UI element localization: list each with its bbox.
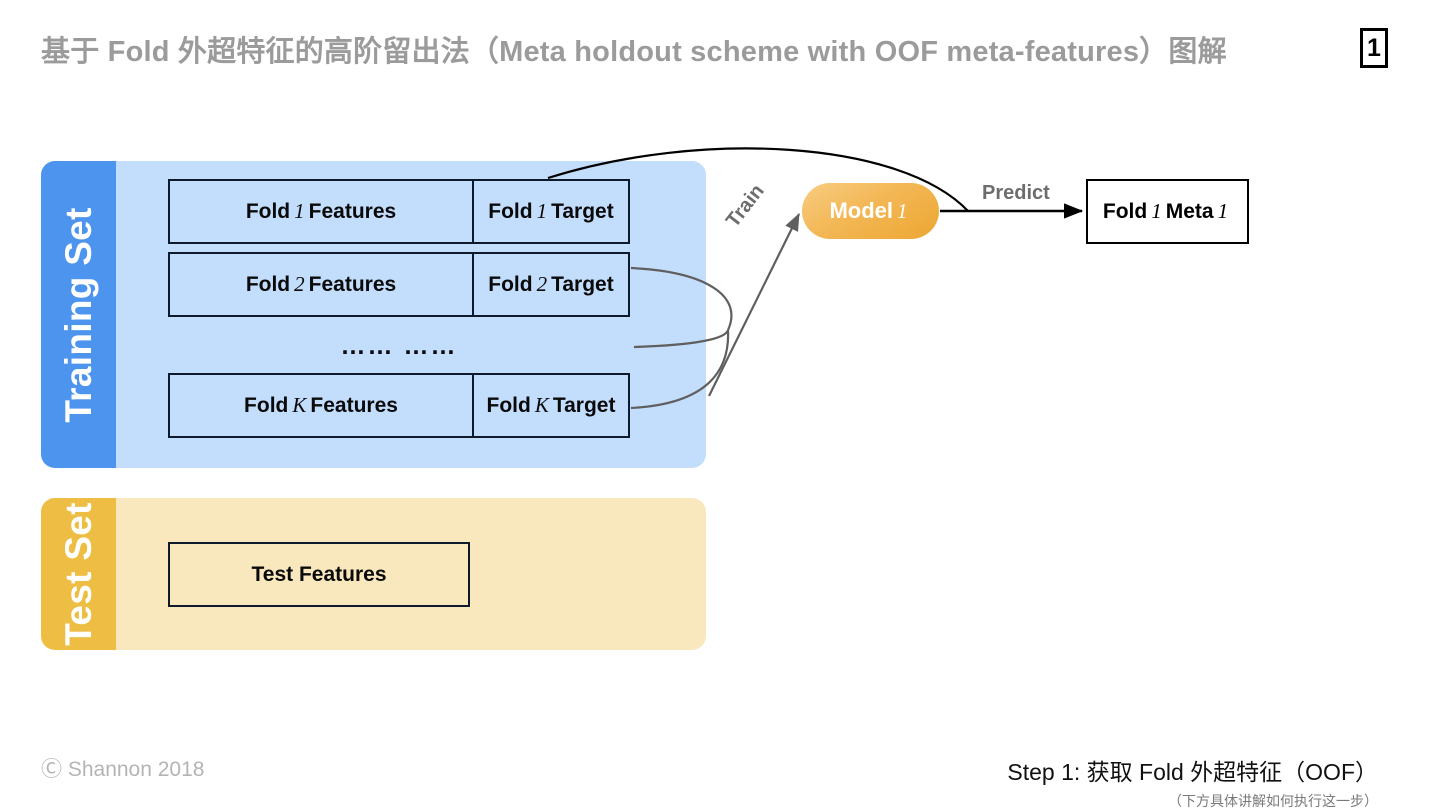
model-node[interactable]: Model 1 — [802, 183, 939, 239]
fold-target-suffix: Target — [551, 199, 614, 223]
fold-features-prefix: Fold — [244, 393, 289, 417]
fold-target-index: 1 — [536, 199, 548, 223]
fold-features-index: 2 — [294, 272, 305, 296]
fold-row: Fold 1 Features Fold 1 Target — [168, 179, 630, 244]
step-caption-main: Step 1: 获取 Fold 外超特征（OOF） — [1007, 759, 1378, 785]
step-caption-sub: （下方具体讲解如何执行这一步） — [1168, 793, 1378, 809]
fold-features-index: K — [292, 393, 307, 417]
fold-target-prefix: Fold — [486, 393, 531, 417]
fold-ellipsis: …… …… — [340, 332, 458, 360]
model-label-index: 1 — [897, 198, 908, 223]
fold-features-cell: Fold 1 Features — [170, 181, 472, 242]
train-edge-label: Train — [722, 180, 769, 232]
fold-target-suffix: Target — [552, 393, 616, 417]
meta-meta-index: 1 — [1217, 199, 1229, 223]
meta-middle: Meta — [1165, 199, 1214, 223]
test-features-box: Test Features — [168, 542, 470, 607]
fold-target-index: 2 — [536, 272, 548, 296]
fold-features-prefix: Fold — [245, 199, 291, 223]
page-number-badge: 1 — [1360, 28, 1388, 68]
training-set-rail: Training Set — [41, 161, 116, 468]
page-title: 基于 Fold 外超特征的高阶留出法（Meta holdout scheme w… — [41, 36, 1227, 68]
training-set-panel: Training Set — [41, 161, 706, 468]
fold-features-index: 1 — [294, 199, 305, 223]
train-arrow — [708, 213, 800, 397]
fold-features-cell: Fold K Features — [170, 375, 472, 436]
fold-features-prefix: Fold — [245, 272, 291, 296]
predict-edge-label: Predict — [982, 182, 1050, 204]
fold-row: Fold 2 Features Fold 2 Target — [168, 252, 630, 317]
fold-features-suffix: Features — [310, 393, 398, 417]
fold-row: Fold K Features Fold K Target — [168, 373, 630, 438]
fold-target-cell: Fold 1 Target — [472, 181, 628, 242]
fold-features-suffix: Features — [308, 199, 397, 223]
page-number-value: 1 — [1367, 33, 1381, 62]
fold-target-prefix: Fold — [488, 272, 533, 296]
test-set-label: Test Set — [57, 502, 99, 646]
test-set-rail: Test Set — [41, 498, 116, 650]
fold-target-cell: Fold K Target — [472, 375, 628, 436]
fold-target-cell: Fold 2 Target — [472, 254, 628, 315]
model-label-prefix: Model — [829, 198, 894, 223]
fold-features-cell: Fold 2 Features — [170, 254, 472, 315]
fold-target-prefix: Fold — [488, 199, 533, 223]
meta-prefix: Fold — [1102, 199, 1148, 223]
fold-meta-output-box: Fold 1 Meta 1 — [1086, 179, 1249, 244]
step-caption: Step 1: 获取 Fold 外超特征（OOF） （下方具体讲解如何执行这一步… — [1007, 753, 1378, 811]
copyright-text: Ⓒ Shannon 2018 — [41, 758, 205, 781]
test-set-panel: Test Set — [41, 498, 706, 650]
fold-features-suffix: Features — [308, 272, 397, 296]
meta-fold-index: 1 — [1151, 199, 1162, 223]
fold-target-index: K — [534, 393, 549, 417]
training-set-label: Training Set — [57, 206, 99, 423]
fold-target-suffix: Target — [551, 272, 614, 296]
